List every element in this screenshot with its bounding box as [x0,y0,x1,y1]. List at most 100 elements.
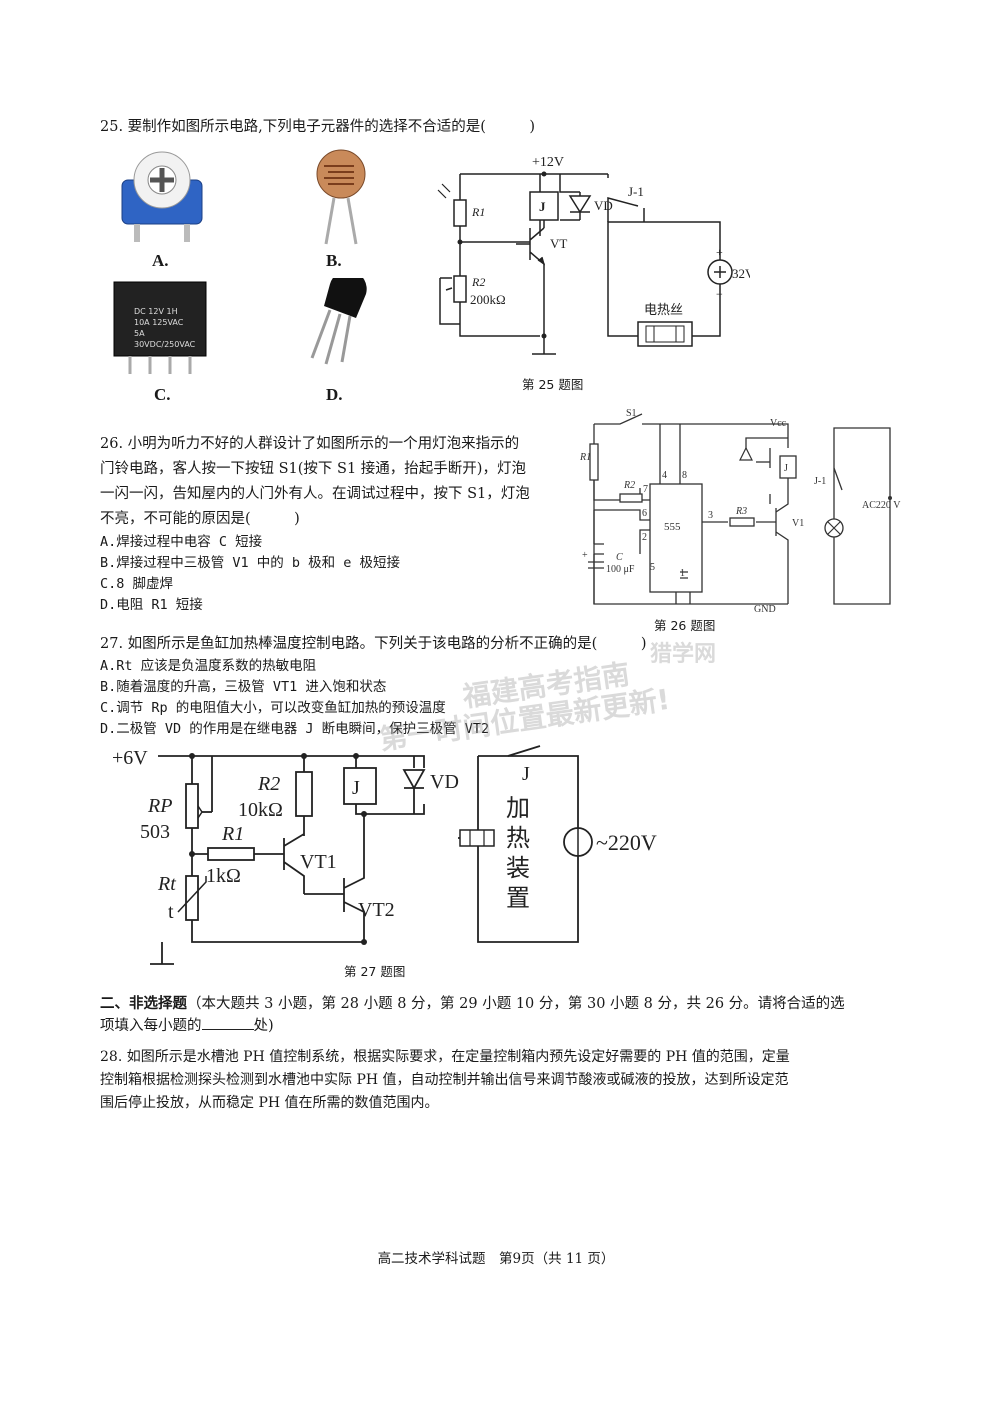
q28-stem: 28. 如图所示是水槽池 PH 值控制系统，根据实际要求，在定量控制箱内预先设定… [100,1046,790,1115]
q27-vt1-label: VT1 [300,851,337,873]
q27-rt-label: Rt [157,873,176,895]
q26-r1-label: R1 [580,452,591,463]
q26-stem: 26. 小明为听力不好的人群设计了如图所示的一个用灯泡来指示的 门铃电路，客人按… [100,432,530,532]
section2-text-pre: 项填入每小题的 [100,1018,202,1034]
q26-v1-label: V1 [792,518,804,529]
q26-stem-line: 一闪一闪，告知屋内的人门外有人。在调试过程中，按下 S1，灯泡 [100,486,530,502]
relay-marking-line: DC 12V 1H [134,307,178,316]
q25-plus-label: + [716,245,723,259]
q25-source-label: 32V [732,266,750,281]
q26-pin5: 5 [650,562,655,573]
q26-pin7: 7 [643,484,648,495]
q26-options: A.焊接过程中电容 C 短接 B.焊接过程中三极管 V1 中的 b 极和 e 极… [100,532,400,616]
q26-pin4: 4 [662,470,667,481]
q25-relay-label: J [539,199,546,214]
q26-gnd-label: GND [754,604,776,614]
section2-title: 二、非选择题 [100,995,187,1012]
q27-vt2-label: VT2 [358,899,395,921]
q27-stem: 27. 如图所示是鱼缸加热棒温度控制电路。下列关于该电路的分析不正确的是( ) [100,636,647,652]
q27-option: D.二极管 VD 的作用是在继电器 J 断电瞬间，保护三极管 VT2 [100,721,490,737]
q26-pin1: 1 [680,568,685,579]
q27-r2-label: R2 [257,773,280,795]
q27-option: A.Rt 应该是负温度系数的热敏电阻 [100,658,317,674]
q25-option-c: C. [154,385,171,404]
q27-rp-label: RP [147,795,172,817]
q25-minus-label: − [716,287,723,301]
q25-stem: 25. 要制作如图所示电路,下列电子元器件的选择不合适的是( ) [100,119,536,135]
q27-contact-label: J [522,763,530,785]
q25-r1-label: R1 [471,205,485,219]
section2-text: （本大题共 3 小题，第 28 小题 8 分，第 29 小题 10 分，第 30… [187,996,845,1012]
q25-supply-label: +12V [532,155,564,170]
q26-pin6: 6 [642,508,647,519]
q25-heater-label: 电热丝 [644,302,683,317]
q26-ic-label: 555 [664,521,681,533]
q26-option: B.焊接过程中三极管 V1 中的 b 极和 e 极短接 [100,555,401,571]
q26-ac-label: AC220 V [862,500,901,511]
q27-supply-label: +6V [112,747,148,769]
section2-line1: 二、非选择题（本大题共 3 小题，第 28 小题 8 分，第 29 小题 10 … [100,993,845,1015]
page-footer: 高二技术学科试题 第9页（共 11 页） [377,1251,615,1267]
answer-blank [201,1014,254,1030]
q25-option-d: D. [326,385,343,404]
q26-stem-line: 门铃电路，客人按一下按钮 S1(按下 S1 接通，抬起手断开)，灯泡 [100,461,526,477]
q27-heater-char: 热 [506,825,530,852]
q27-r2-value: 10kΩ [238,799,283,821]
q25-contact-label: J-1 [628,184,644,199]
q25-option-b: B. [326,251,342,270]
q27-heater-char: 加 [506,795,530,822]
q27-options: A.Rt 应该是负温度系数的热敏电阻 B.随着温度的升高，三极管 VT1 进入饱… [100,656,489,740]
q26-contact-label: J-1 [814,476,826,487]
q27-t-label: t [168,901,174,923]
q26-s1-label: S1 [626,408,637,419]
relay-image [110,278,210,378]
q27-caption: 第 27 题图 [344,964,406,979]
q26-c-plus: + [582,550,588,561]
q27-source-label: ~220V [596,830,657,855]
q27-option: C.调节 Rp 的电阻值大小，可以改变鱼缸加热的预设温度 [100,700,446,716]
section2-line2: 项填入每小题的 处) [100,1014,274,1037]
q26-r2-label: R2 [623,480,635,491]
trimmer-potentiometer-image [112,144,212,244]
q25-r2-value: 200kΩ [470,292,506,307]
section2-text-post: 处) [253,1018,274,1034]
q28-line: 28. 如图所示是水槽池 PH 值控制系统，根据实际要求，在定量控制箱内预先设定… [100,1049,790,1065]
q26-c-value: 100 μF [606,564,635,575]
photoresistor-image [306,148,376,248]
q26-r3-label: R3 [735,506,747,517]
q25-option-a: A. [152,251,169,270]
q26-stem-line: 26. 小明为听力不好的人群设计了如图所示的一个用灯泡来指示的 [100,436,520,452]
q27-relay-label: J [352,777,360,799]
q27-heater-char: 置 [506,886,530,912]
q25-caption: 第 25 题图 [522,377,584,392]
q26-pin3: 3 [708,510,713,521]
q27-r1-value: 1kΩ [206,865,241,887]
q25-diode-label: VD [594,198,613,213]
q26-relay-label: J [784,463,788,474]
q26-circuit-diagram: S1 Vcc R1 R2 R3 4 8 7 6 2 3 5 1 555 C 10… [580,408,901,614]
q27-rp-value: 503 [140,821,170,843]
q26-vcc-label: Vcc [770,418,787,429]
q27-option: B.随着温度的升高，三极管 VT1 进入饱和状态 [100,679,387,695]
q26-c-label: C [616,552,623,563]
q26-option: A.焊接过程中电容 C 短接 [100,534,263,550]
q26-stem-line: 不亮，不可能的原因是( ) [100,511,300,527]
transistor-image [300,270,380,368]
q28-line: 围后停止投放，从而稳定 PH 值在所需的数值范围内。 [100,1095,439,1111]
q26-pin8: 8 [682,470,687,481]
q27-diode-label: VD [430,771,459,793]
q27-circuit-diagram: +6V RP 503 R2 10kΩ R1 1kΩ Rt t J VD VT1 … [112,745,657,965]
q25-circuit-diagram: +12V R1 R2 200kΩ J VD VT J-1 32V + − 电热丝 [437,155,750,355]
q25-transistor-label: VT [550,236,567,251]
q26-pin2: 2 [642,532,647,543]
relay-marking-line: 5A 30VDC/250VAC [134,329,196,349]
q25-r2-label: R2 [471,275,485,289]
q28-line: 控制箱根据检测探头检测到水槽池中实际 PH 值，自动控制并输出信号来调节酸液或碱… [100,1072,789,1088]
q27-heater-char: 装 [506,855,530,882]
watermark-site: 猎学网 [650,642,717,667]
relay-marking: DC 12V 1H 10A 125VAC 5A 30VDC/250VAC [134,306,208,350]
relay-marking-line: 10A 125VAC [134,318,184,327]
q26-option: D.电阻 R1 短接 [100,597,203,613]
q27-r1-label: R1 [221,823,244,845]
q26-option: C.8 脚虚焊 [100,576,174,592]
